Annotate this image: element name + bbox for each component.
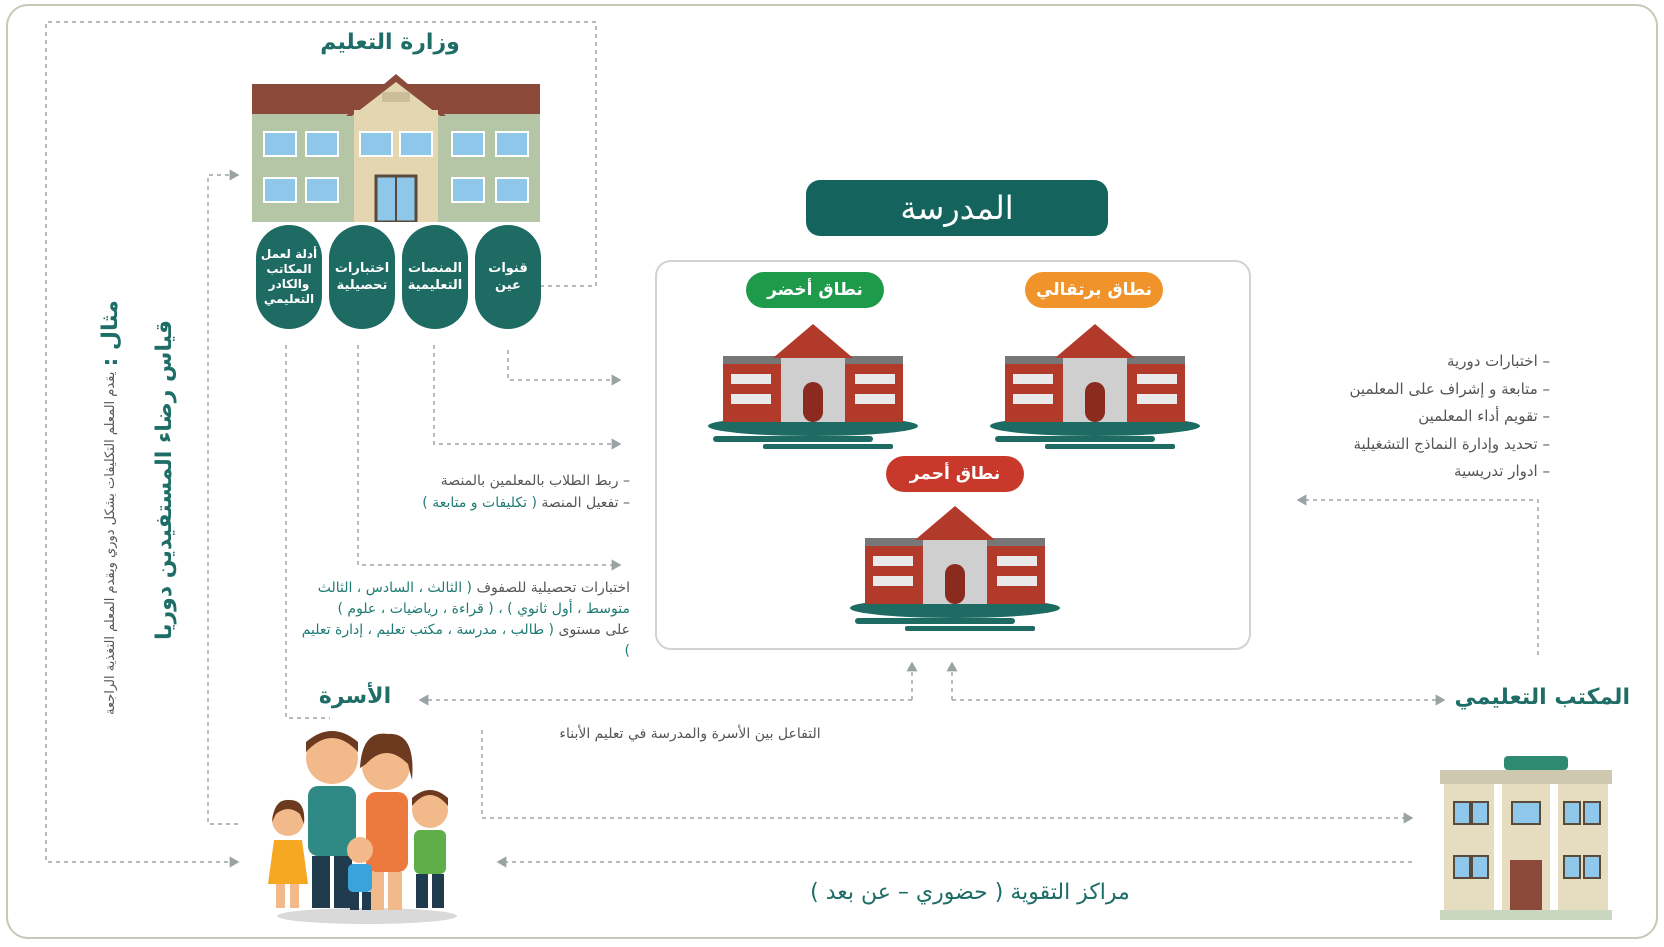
example-note: مثال : يقدم المعلم التكليفات بشكل دوري و… — [98, 300, 123, 715]
tests-note: اختبارات تحصيلية للصفوف ( الثالث ، الساد… — [296, 578, 630, 662]
platform-note-activate: – تفعيل المنصة ( تكليفات و متابعة ) — [392, 492, 630, 514]
tests-note-grades: اختبارات تحصيلية للصفوف ( الثالث ، الساد… — [296, 578, 630, 620]
office-task: – تحديد وإدارة النماذج التشغيلية — [1353, 434, 1550, 453]
example-label: مثال : — [98, 300, 123, 367]
tests-note-grades-highlight: ( الثالث ، السادس ، الثالث متوسط ، أول ث… — [317, 580, 630, 617]
family-title: الأسرة — [318, 684, 392, 709]
tests-note-levels-prefix: على مستوى — [558, 622, 630, 638]
pill-achievement-tests: اختبارات تحصيلية — [329, 225, 395, 329]
diagram-frame — [6, 4, 1658, 939]
office-tasks-list: – اختبارات دورية – متابعة و إشراف على ال… — [1290, 348, 1550, 486]
zone-green-badge: نطاق أخضر — [746, 272, 884, 308]
family-icon — [268, 731, 457, 924]
tutoring-centers-label: مراكز التقوية ( حضوري – عن بعد ) — [810, 880, 1130, 905]
office-task: – ادوار تدريسية — [1454, 462, 1550, 480]
school-green-icon — [708, 324, 918, 449]
example-text: يقدم المعلم التكليفات بشكل دوري ويقدم ال… — [103, 371, 118, 715]
pill-learning-platforms: المنصات التعليمية — [402, 225, 468, 329]
platform-note-link: – ربط الطلاب بالمعلمين بالمنصة — [440, 473, 630, 489]
ministry-title: وزارة التعليم — [320, 30, 460, 55]
pill-ein-channels: قنوات عين — [475, 225, 541, 329]
school-red-icon — [850, 506, 1060, 631]
platform-note-activate-prefix: – تفعيل المنصة — [541, 495, 630, 511]
platform-note-activate-highlight: ( تكليفات و متابعة ) — [422, 495, 537, 511]
platform-notes: – ربط الطلاب بالمعلمين بالمنصة – تفعيل ا… — [392, 470, 630, 514]
beneficiary-survey-label: قياس رضاء المستفيدين دوريا — [152, 320, 177, 641]
school-zones-box — [655, 260, 1251, 650]
education-office-building-icon — [1440, 756, 1612, 920]
ministry-building-icon — [252, 74, 540, 222]
school-orange-icon — [990, 324, 1200, 449]
tests-note-grades-prefix: اختبارات تحصيلية للصفوف — [476, 580, 630, 596]
zone-red-badge: نطاق أحمر — [886, 456, 1024, 492]
office-task: – اختبارات دورية — [1446, 352, 1550, 370]
tests-note-levels: على مستوى ( طالب ، مدرسة ، مكتب تعليم ، … — [296, 620, 630, 662]
tests-note-levels-highlight: ( طالب ، مدرسة ، مكتب تعليم ، إدارة تعلي… — [301, 622, 630, 659]
pill-guides: أدلة لعمل المكاتب والكادر التعليمي — [256, 225, 322, 329]
office-title: المكتب التعليمي — [1454, 685, 1630, 710]
school-title: المدرسة — [806, 180, 1108, 236]
family-school-interaction-label: التفاعل بين الأسرة والمدرسة في تعليم الأ… — [559, 726, 821, 742]
office-task: – تقويم أداء المعلمين — [1418, 407, 1550, 425]
zone-orange-badge: نطاق برتقالي — [1025, 272, 1163, 308]
office-task: – متابعة و إشراف على المعلمين — [1349, 379, 1550, 398]
